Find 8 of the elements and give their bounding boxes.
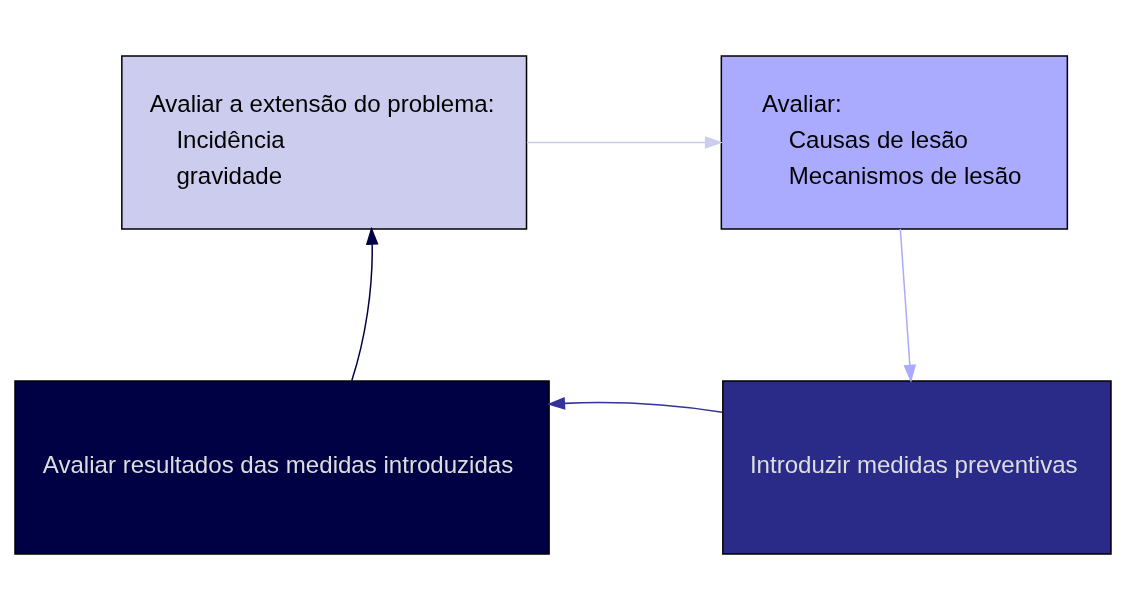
arrow bbox=[351, 226, 379, 382]
node-box: Introduzir medidas preventivas bbox=[722, 380, 1112, 555]
arrow bbox=[547, 397, 724, 414]
node-box: Avaliar a extensão do problema: Incidência gravidade bbox=[121, 55, 528, 230]
arrow bbox=[526, 136, 723, 149]
node-box: Avaliar resultados das medidas introduzidas bbox=[14, 380, 550, 555]
arrow bbox=[899, 228, 917, 383]
node-box: Avaliar: Causas de lesão Mecanismos de lesão bbox=[720, 55, 1069, 230]
